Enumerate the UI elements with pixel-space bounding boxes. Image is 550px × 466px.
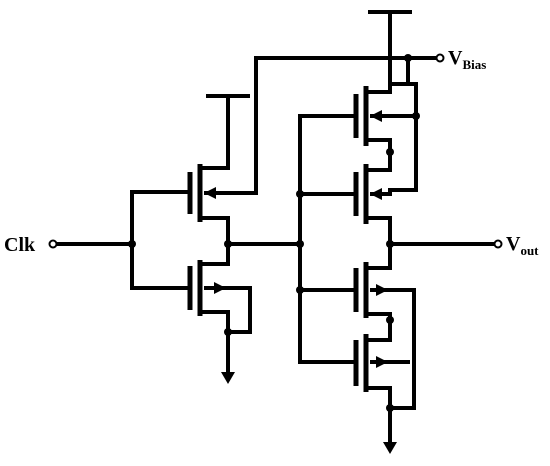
nmos-body-tie [388, 288, 416, 410]
bus-junction-icon [296, 240, 304, 248]
stack-ground-icon [383, 442, 397, 454]
pmos-body-junction-icon [412, 112, 420, 120]
inverter-output-junction-icon [224, 240, 232, 248]
nmos-source-junction-icon [386, 404, 394, 412]
bus-junction-upper-icon [296, 190, 304, 198]
stack-mid-junction-icon [386, 148, 394, 156]
clk-label: Clk [4, 234, 36, 256]
vbias-bus-wire [254, 56, 438, 195]
inverter-nmos [187, 242, 252, 374]
stack-pmos-2 [353, 164, 392, 224]
inverter-source-junction-icon [224, 328, 232, 336]
clk-terminal-icon[interactable] [48, 239, 58, 249]
nmos-arrow-icon [214, 282, 226, 294]
vbias-label-main: V [448, 47, 463, 69]
vbias-label: VBias [448, 47, 486, 72]
vbias-label-sub: Bias [462, 57, 486, 72]
stack-pmos-1 [353, 86, 418, 146]
inverter-pmos [187, 94, 258, 246]
inverter-ground-icon [221, 372, 235, 384]
vout-label-sub: out [520, 243, 539, 258]
vout-junction-icon [386, 240, 394, 248]
pmos-arrow-icon [204, 187, 216, 199]
pmos-body-tie [388, 82, 418, 192]
pmos-arrow-icon [370, 188, 382, 200]
vout-label-main: V [506, 233, 521, 255]
right-gate-bus [298, 114, 356, 364]
vout-terminal-icon[interactable] [493, 239, 503, 249]
vbias-terminal-icon[interactable] [435, 53, 445, 63]
nmos-arrow-icon [376, 284, 388, 296]
stack-nmos-2 [353, 334, 410, 392]
nmos-mid-junction-icon [386, 316, 394, 324]
pmos-arrow-icon [370, 110, 382, 122]
vout-label: Vout [506, 233, 539, 258]
stack-nmos-1 [353, 262, 416, 318]
nmos-arrow-icon [376, 356, 388, 368]
clk-junction-icon [128, 240, 136, 248]
bus-junction-lower-icon [296, 286, 304, 294]
inverter-gate-net [130, 190, 190, 290]
